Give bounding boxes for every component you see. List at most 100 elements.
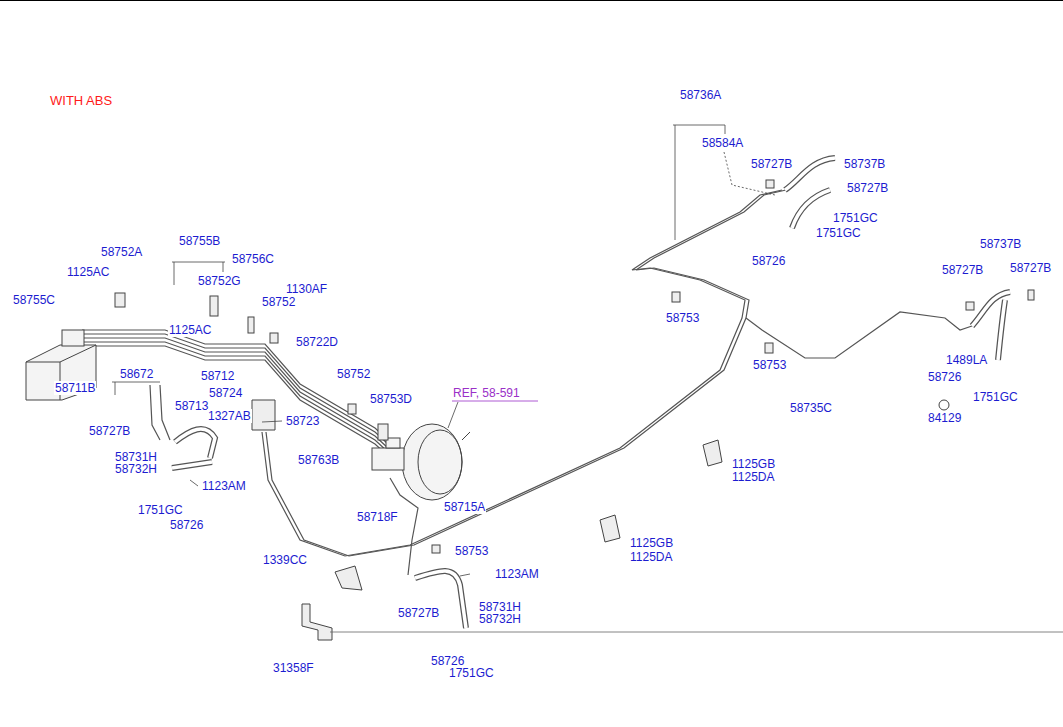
clip — [765, 343, 773, 353]
callout-number: 58726 — [927, 370, 962, 384]
callout-number: 1125GB — [731, 457, 776, 471]
callout-number: 58755B — [178, 234, 221, 248]
callout-number: 1125GB — [629, 536, 674, 550]
callout-number: 58727B — [750, 157, 793, 171]
front-tube — [150, 385, 160, 440]
callout-number: 58726 — [169, 518, 204, 532]
callout-number: 58763B — [297, 453, 340, 467]
callout-number: 58712 — [200, 369, 235, 383]
callout-number: 58752A — [100, 245, 143, 259]
callout-number: 58752 — [261, 295, 296, 309]
booster-rim — [418, 430, 462, 494]
hose — [998, 300, 1005, 360]
clip — [348, 404, 356, 414]
hose — [792, 190, 830, 228]
callout-number: 1751GC — [832, 211, 879, 225]
clip — [966, 302, 974, 310]
hose — [998, 300, 1005, 360]
rear-tube — [266, 190, 786, 556]
callout-number: 58753D — [369, 392, 413, 406]
callout-number: 1339CC — [262, 553, 308, 567]
callout-number: 58753 — [752, 358, 787, 372]
callout-number: 1751GC — [815, 226, 862, 240]
callout-number: 58727B — [88, 424, 131, 438]
callout-number: 58727B — [1009, 261, 1052, 275]
callout-number: 1125DA — [629, 550, 673, 564]
tube-bundle — [82, 342, 388, 452]
callout-number: 58752G — [197, 274, 242, 288]
booster-stud — [462, 432, 470, 440]
callout-number: 58737B — [843, 157, 886, 171]
brake-tubes — [82, 190, 972, 575]
callout-number: 58732H — [114, 462, 158, 476]
callout-number: 58753 — [665, 311, 700, 325]
callout-number: 58735C — [789, 401, 833, 415]
abs-body — [26, 345, 96, 400]
bracket — [703, 440, 722, 466]
callout-number: 58722D — [295, 335, 339, 349]
plug — [939, 400, 949, 410]
clip — [248, 317, 254, 333]
brake-booster — [372, 424, 470, 500]
leader — [460, 574, 470, 576]
cut-edge — [330, 632, 1063, 633]
callout-number: 1123AM — [494, 567, 540, 581]
bracket — [335, 566, 362, 590]
clip — [378, 424, 388, 440]
tube-bundle — [82, 346, 388, 456]
abs-edge — [26, 345, 96, 400]
tube-bundle — [82, 334, 388, 444]
callout-number: 58715A — [443, 500, 486, 514]
callout-number: 1125AC — [168, 323, 212, 337]
booster-body — [402, 424, 462, 500]
callout-number: 58718F — [356, 510, 399, 524]
hose — [172, 462, 212, 468]
hose — [172, 462, 212, 468]
callout-number: 58732H — [478, 612, 522, 626]
callout-number: 1751GC — [137, 503, 184, 517]
clip — [1028, 290, 1034, 300]
leader — [190, 480, 198, 486]
callout-number: 1751GC — [448, 666, 495, 680]
master-cylinder — [372, 448, 404, 470]
callout-number: 1125AC — [66, 265, 110, 279]
hose — [175, 429, 215, 458]
callout-number: 58756C — [231, 252, 275, 266]
callout-number: 1125DA — [731, 470, 775, 484]
callout-number: 58713 — [174, 399, 209, 413]
callout-number: 31358F — [272, 661, 315, 675]
leader — [262, 421, 282, 422]
callout-number: 1751GC — [972, 390, 1019, 404]
clip — [432, 545, 440, 553]
callout-number: 58727B — [941, 263, 984, 277]
front-tube — [160, 385, 170, 440]
group-bracket — [112, 382, 160, 395]
tube-bundle — [82, 338, 388, 448]
abs-unit — [26, 330, 96, 400]
reference-note: REF, 58-591 — [452, 386, 521, 400]
bracket — [252, 400, 275, 430]
callout-number: 58711B — [54, 381, 96, 395]
callout-number: 1130AF — [285, 282, 328, 296]
top-border — [0, 0, 1063, 1]
bracket — [600, 515, 620, 542]
title: WITH ABS — [50, 93, 112, 108]
clip — [766, 180, 774, 188]
bracket — [302, 604, 332, 640]
callout-number: 58724 — [208, 386, 243, 400]
clip — [115, 293, 125, 307]
callout-number: 58753 — [454, 544, 489, 558]
callout-number: 58752 — [336, 367, 371, 381]
clip — [270, 333, 278, 343]
callout-number: 1123AM — [201, 479, 247, 493]
rear-tube — [262, 190, 782, 556]
callout-number: 58723 — [285, 414, 320, 428]
callout-number: 58736A — [679, 88, 722, 102]
callout-number: 58727B — [846, 181, 889, 195]
abs-port-block — [62, 330, 84, 346]
callout-number: 1327AB — [207, 409, 252, 423]
callout-number: 58737B — [979, 237, 1022, 251]
callout-number: 58755C — [12, 293, 56, 307]
callout-number: 58726 — [751, 254, 786, 268]
